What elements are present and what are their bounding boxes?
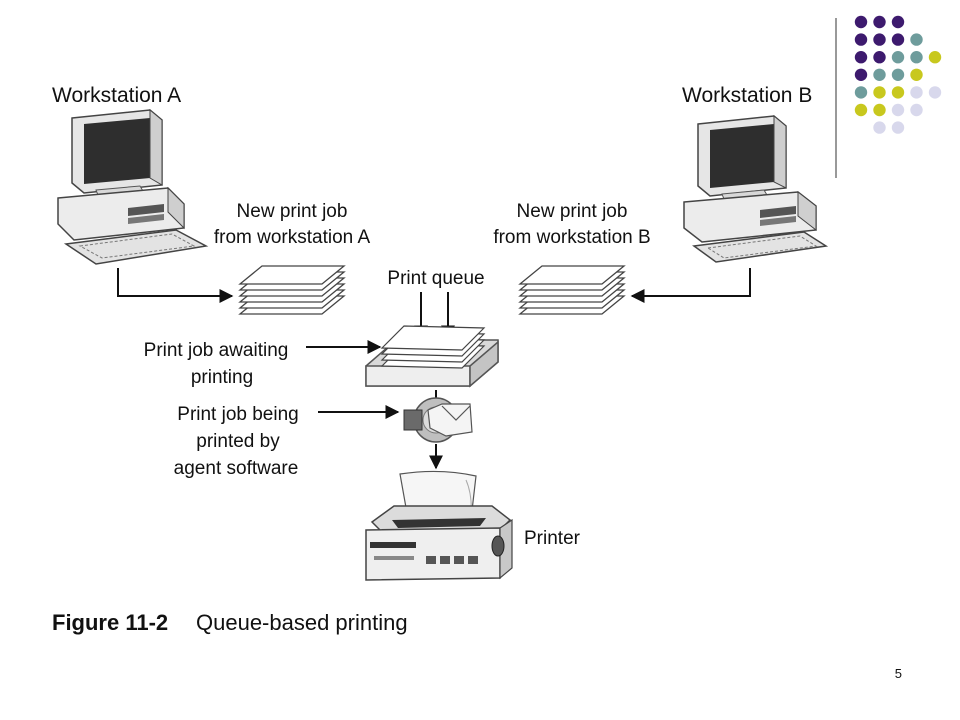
decor-dot (891, 51, 905, 64)
decor-dot (891, 103, 905, 117)
print-queue-label: Print queue (387, 268, 484, 289)
decor-dot (891, 15, 905, 29)
being-printed-label-line1: Print job being (177, 404, 298, 425)
arrow-workstation-a-to-stack (117, 268, 234, 303)
decor-dot (854, 68, 868, 82)
decor-dot (891, 121, 905, 134)
workstation-a-computer-icon (57, 108, 209, 265)
decor-dot (873, 51, 886, 64)
agent-software-icon (403, 397, 473, 443)
print-queue-tray-icon (365, 325, 499, 388)
new-job-a-label-line1: New print job (237, 201, 348, 222)
decor-dot (873, 33, 886, 46)
new-job-a-label-line2: from workstation A (214, 227, 371, 248)
decorative-dot-grid (854, 15, 942, 134)
decor-dot (873, 15, 886, 29)
decor-dot (854, 86, 868, 99)
tray-paper-sheet (380, 325, 486, 351)
figure-number: Figure 11-2 (52, 610, 168, 635)
decor-dot (891, 68, 905, 82)
paper-sheet (518, 265, 626, 285)
decor-dot (891, 86, 905, 99)
new-job-b-label-line1: New print job (517, 201, 628, 222)
paper-stack-a-icon (238, 265, 346, 315)
awaiting-label-line2: printing (191, 367, 253, 388)
paper-stack-b-icon (518, 265, 626, 315)
printer-label: Printer (524, 528, 581, 549)
being-printed-label-line2: printed by (196, 431, 280, 452)
decor-dot (854, 103, 868, 117)
decor-dot (854, 33, 868, 46)
figure-title: Queue-based printing (196, 610, 408, 635)
arrow-workstation-b-to-stack (630, 268, 751, 303)
decor-dot (910, 103, 923, 117)
page-number: 5 (895, 666, 902, 681)
decor-dot (854, 15, 868, 29)
decor-dot (873, 121, 886, 134)
decor-dot (910, 51, 923, 64)
decor-dot (910, 33, 923, 46)
decor-dot (928, 51, 942, 64)
workstation-a-label: Workstation A (52, 84, 181, 107)
workstation-b-computer-icon (683, 114, 829, 263)
decor-dot (891, 33, 905, 46)
paper-sheet (238, 265, 346, 285)
new-job-b-label-line2: from workstation B (493, 227, 650, 248)
decor-dot (854, 51, 868, 64)
decor-dot (873, 86, 886, 99)
being-printed-label-line3: agent software (174, 458, 299, 479)
decor-dot (873, 68, 886, 82)
decor-dot (910, 86, 923, 99)
decor-dot (928, 86, 942, 99)
awaiting-label-line1: Print job awaiting (144, 340, 289, 361)
printer-icon (365, 470, 513, 581)
decor-dot (873, 103, 886, 117)
decor-dot (910, 68, 923, 82)
workstation-b-label: Workstation B (682, 84, 812, 107)
